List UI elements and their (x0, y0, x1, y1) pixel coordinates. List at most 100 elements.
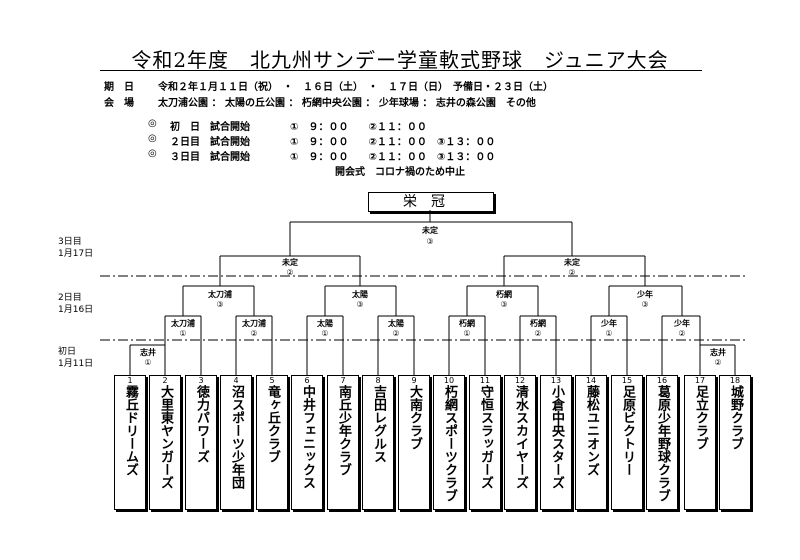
schedule-times: ① ９：００ ②１１：００ ③１３：００ (290, 137, 496, 148)
schedule-mark: ◎ (148, 133, 157, 144)
team-number: 16 (656, 376, 668, 385)
day-label-day: 初日 (58, 347, 77, 357)
match-number-r2: ① (179, 329, 187, 338)
team-name: 小倉中央スターズ (549, 385, 564, 489)
team-name: 葛原少年野球クラブ (655, 385, 670, 502)
team-number: 12 (514, 376, 526, 385)
match-venue-qf: 朽網 (496, 290, 512, 299)
team-number: 11 (479, 376, 491, 385)
match-venue-semi-right: 未定 (564, 258, 580, 267)
team-name: 中井フェニックス (300, 385, 315, 489)
match-number-semi-right: ② (568, 268, 576, 277)
team-number: 17 (694, 376, 706, 385)
match-number-qf: ③ (216, 300, 224, 309)
match-number-qf: ③ (641, 300, 649, 309)
match-venue-final: 未定 (422, 226, 438, 235)
team-number: 13 (550, 376, 562, 385)
match-number-r1: ② (714, 358, 722, 367)
team-name: 藤松ユニオンズ (584, 385, 599, 476)
day-label-date: 1月16日 (58, 305, 94, 315)
match-number-final: ③ (426, 237, 434, 246)
match-venue-r2: 太陽 (317, 319, 333, 328)
schedule-times: ① ９：００ ②１１：００ (290, 122, 427, 133)
team-name: 徳力パワーズ (194, 385, 209, 463)
venue-label: 会 場 (104, 98, 134, 109)
match-number-r2: ① (605, 329, 613, 338)
match-number-r2: ② (392, 329, 400, 338)
team-number: 6 (304, 376, 310, 385)
team-number: 14 (585, 376, 597, 385)
team-name: 南丘少年クラブ (336, 385, 351, 476)
match-venue-r2: 太刀浦 (171, 319, 195, 328)
team-name: 城野クラブ (728, 385, 743, 450)
match-number-r2: ② (678, 329, 686, 338)
match-number-r2: ① (463, 329, 471, 338)
team-name: 竜ヶ丘クラブ (265, 385, 280, 463)
team-number: 5 (269, 376, 275, 385)
schedule-times: ① ９：００ ②１１：００ ③１３：００ (290, 152, 496, 163)
match-venue-qf: 少年 (637, 290, 653, 299)
page-title: 令和2年度 北九州サンデー学童軟式野球 ジュニア大会 (131, 48, 669, 72)
date-value: 令和２年１月１１日（祝） ・ １６日（土） ・ １７日（日） 予備日・２３日（土… (158, 82, 553, 93)
team-name: 守恒スラッガーズ (478, 385, 493, 489)
team-name: 足立クラブ (693, 385, 708, 450)
match-venue-r2: 朽網 (459, 319, 475, 328)
opening-ceremony-notice: 開会式 コロナ禍のため中止 (335, 167, 465, 178)
match-number-r2: ① (321, 329, 329, 338)
team-name: 大南クラブ (407, 385, 422, 450)
team-number: 7 (340, 376, 346, 385)
match-venue-r2: 太刀浦 (242, 319, 266, 328)
schedule-mark: ◎ (148, 118, 157, 129)
match-number-qf: ③ (500, 300, 508, 309)
team-number: 15 (621, 376, 633, 385)
day-label-day: 3日目 (58, 237, 82, 247)
schedule-day: 初 日 試合開始 (170, 122, 250, 133)
match-venue-r2: 少年 (601, 319, 617, 328)
team-number: 2 (162, 376, 168, 385)
team-name: 霧丘ドリームズ (123, 385, 138, 476)
team-number: 9 (411, 376, 417, 385)
match-number-r2: ② (250, 329, 258, 338)
match-number-qf: ③ (356, 300, 364, 309)
date-label: 期 日 (104, 82, 134, 93)
day-label: 初日 1月11日 (58, 346, 93, 370)
title-underline (100, 70, 702, 71)
team-name: 大里東ヤンガーズ (158, 385, 173, 489)
match-number-r1: ① (144, 358, 152, 367)
venue-value: 太刀浦公園 ： 太陽の丘公園 ： 朽網中央公園 ： 少年球場 ： 志井の森公園 … (158, 98, 536, 109)
match-venue-r2: 少年 (674, 319, 690, 328)
day-label-date: 1月11日 (58, 359, 94, 369)
team-name: 清水スカイヤーズ (513, 385, 528, 489)
team-name: 足原ビクトリー (620, 385, 635, 476)
match-venue-qf: 太陽 (352, 290, 368, 299)
team-number: 8 (375, 376, 381, 385)
match-venue-r2: 太陽 (388, 319, 404, 328)
match-venue-r2: 朽網 (530, 319, 546, 328)
match-venue-qf: 太刀浦 (208, 290, 232, 299)
match-number-r2: ② (534, 329, 542, 338)
match-number-semi-left: ② (286, 268, 294, 277)
day-label-day: 2日目 (58, 293, 82, 303)
team-number: 3 (198, 376, 204, 385)
match-venue-semi-left: 未定 (282, 258, 298, 267)
schedule-mark: ◎ (148, 148, 157, 159)
day-label: 3日目 1月17日 (58, 236, 93, 260)
team-name: 朽網スポーツクラブ (442, 385, 457, 502)
